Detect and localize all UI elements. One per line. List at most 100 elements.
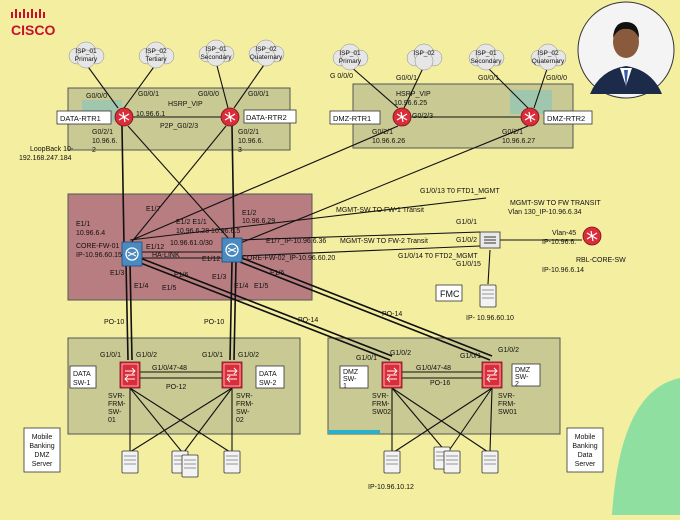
dmz-svr1-label: SVR-FRM-SW02 <box>372 393 391 416</box>
rbl-core-switch-icon[interactable] <box>582 226 602 246</box>
data-svr1-line: SVR- <box>108 393 125 400</box>
data-rtr2-ip-suffix: 3 <box>238 147 242 154</box>
isp-cloud-label: ISP_01 <box>75 48 97 55</box>
core-fw2-firewall-icon[interactable] <box>221 237 243 263</box>
dmz-rtr2-label: DMZ-RTR2 <box>547 114 585 123</box>
core-e113: E1/3 <box>110 270 125 277</box>
core-mgmt-fw1: MGMT-SW TO FW-1 Transit <box>336 207 424 214</box>
data-sw2-g101: G1/0/1 <box>202 352 223 359</box>
dmz-hsrp-label: HSRP_VIP <box>396 91 431 98</box>
dmz-sw2-switch-icon[interactable] <box>481 361 503 389</box>
data-rtr1-g021: G0/2/1 <box>92 129 113 136</box>
po14-left: PO-14 <box>298 317 318 324</box>
isp-cloud-icon[interactable]: ISP_02 <box>406 43 443 71</box>
data-sw2-g102: G1/0/2 <box>238 352 259 359</box>
data-server-4-icon[interactable] <box>223 450 241 474</box>
core-e12-right: E1/2 <box>242 210 257 217</box>
left-box-lbl-line: Banking <box>29 443 54 450</box>
dmz-sw1-lbl-line: 1 <box>343 383 347 390</box>
core-e11-left: E1/1 <box>76 221 91 228</box>
dmz-sw1-switch-icon[interactable] <box>381 361 403 389</box>
fmc-server-icon[interactable] <box>479 284 497 308</box>
data-rtr1-ip-suffix: 2 <box>92 147 96 154</box>
dmz-rtr2-router-icon[interactable] <box>520 107 540 127</box>
dmz-rtr2-g021: G0/2/1 <box>502 129 523 136</box>
core-e16: E1/6 <box>174 272 189 279</box>
po10-left: PO-10 <box>104 319 124 326</box>
mgmt-g1014: G1/0/14 T0 FTD2_MGMT <box>398 253 478 260</box>
loopback-label: LoopBack 10- <box>30 146 74 153</box>
dmz-svr1-line: SVR- <box>372 393 389 400</box>
data-p2p-label: P2P_G0/2/3 <box>160 123 198 130</box>
mgmt-rbl-ip: IP-10.96.6.14 <box>542 267 584 274</box>
data-svr2-line: FRM- <box>236 401 254 408</box>
core-e112-right: E1/12 <box>202 256 220 263</box>
core-e114: E1/4 <box>134 283 149 290</box>
core-fw2-label: CORE-FW-02_IP-10.96.60.20 <box>242 255 335 262</box>
dmz-svr2-line: SW01 <box>498 409 517 416</box>
data-sw1-switch-icon[interactable] <box>119 361 141 389</box>
isp-cloud-label: Secondary <box>200 54 232 61</box>
dmz-rtr2-g001: G0/0/1 <box>478 75 499 82</box>
loopback-ip: 192.168.247.184 <box>19 155 72 162</box>
data-rtr1-label: DATA-RTR1 <box>60 114 101 123</box>
data-sw-trunk: G1/0/47-48 <box>152 365 187 372</box>
core-e11-mid: E1/1 <box>192 219 207 226</box>
data-rtr2-router-icon[interactable] <box>220 107 240 127</box>
dmz-sw1-lbl-line: SW- <box>343 376 357 383</box>
dmz-rtr2-g000: G0/0/0 <box>546 75 567 82</box>
dmz-sw1-lbl-line: DMZ <box>343 369 359 376</box>
dmz-rtr2-label-box: DMZ-RTR2 <box>543 110 593 125</box>
data-svr2-line: 02 <box>236 417 244 424</box>
mgmt-vlan130: Vlan 130_IP-10.96.6.34 <box>508 209 582 216</box>
isp-cloud-label: ISP_01 <box>339 50 361 57</box>
dmz-svr2-label: SVR-FRM-SW01 <box>498 393 517 416</box>
dmz-server-4-icon[interactable] <box>481 450 499 474</box>
data-rtr1-router-icon[interactable] <box>114 107 134 127</box>
dmz-server-1-icon[interactable] <box>383 450 401 474</box>
left-box-lbl-line: Server <box>32 461 53 468</box>
mgmt-switch-icon[interactable] <box>479 231 501 249</box>
left-box-lbl-line: DMZ <box>34 452 50 459</box>
data-rtr2-g021: G0/2/1 <box>238 129 259 136</box>
core-e15-right: E1/5 <box>254 283 269 290</box>
isp-cloud-label: ISP_02 <box>537 50 559 57</box>
isp-cloud-label: Primary <box>75 56 98 63</box>
data-rtr2-g000: G0/0/0 <box>198 91 219 98</box>
data-rtr1-g001: G0/0/1 <box>138 91 159 98</box>
data-server-3-icon[interactable] <box>181 454 199 478</box>
mgmt-g101: G1/0/1 <box>456 219 477 226</box>
dmz-rtr1-router-icon[interactable] <box>392 107 412 127</box>
dmz-sw1-g101: G1/0/1 <box>356 355 377 362</box>
cisco-wordmark: CISCO <box>11 22 55 38</box>
cisco-logo: CISCO <box>11 9 55 38</box>
dmz-sw2-g102: G1/0/2 <box>498 347 519 354</box>
isp-cloud-label: Quaternary <box>250 54 283 61</box>
isp-cloud-label: ISP_01 <box>475 50 497 57</box>
server-ip: IP-10.96.10.12 <box>368 484 414 491</box>
data-svr2-label: SVR-FRM-SW-02 <box>236 393 254 424</box>
data-hsrp-ip: 10.96.6.1 <box>136 111 165 118</box>
data-rtr1-g000: G0/0/0 <box>86 93 107 100</box>
data-sw2-switch-icon[interactable] <box>221 361 243 389</box>
po14-right: PO-14 <box>382 311 402 318</box>
data-server-1-icon[interactable] <box>121 450 139 474</box>
data-svr1-line: 01 <box>108 417 116 424</box>
dmz-server-3-icon[interactable] <box>443 450 461 474</box>
core-fw1-firewall-icon[interactable] <box>121 241 143 267</box>
data-rtr2-label: DATA-RTR2 <box>246 113 287 122</box>
decorative-green-blob <box>612 378 680 515</box>
